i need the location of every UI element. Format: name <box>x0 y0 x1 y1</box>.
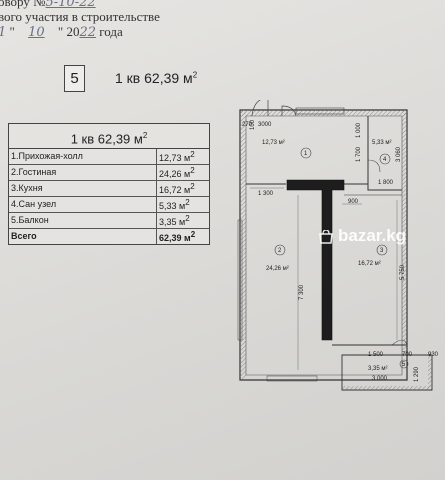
area-table-title: 1 кв 62,39 м2 <box>9 124 209 149</box>
room-area-value: 3,35 м <box>159 217 186 227</box>
dim-3000-top: 3000 <box>258 122 272 128</box>
room-5-number: 5 <box>402 362 406 368</box>
watermark: bazar.kg <box>338 226 407 245</box>
contract-number: 5-10-22 <box>45 0 96 10</box>
room-4-area: 5,33 м² <box>372 140 391 146</box>
entry-door <box>251 100 269 117</box>
dim-270-top: 270 <box>242 122 253 128</box>
dim-700: 700 <box>402 352 413 358</box>
room-4-marker <box>379 153 391 165</box>
bottom-window <box>266 375 318 382</box>
partition-wall <box>286 179 345 341</box>
dim-1000: 1 000 <box>356 122 362 138</box>
unit-title: 1 кв 62,39 м2 <box>115 70 197 86</box>
date-month: 10 <box>28 25 45 40</box>
date-year-prefix: 20 <box>66 24 80 39</box>
date-day: 1 <box>0 25 6 40</box>
total-area: 62,39 м2 <box>156 228 209 244</box>
wall-hatch-right <box>402 110 407 355</box>
room-3-marker <box>376 244 388 256</box>
bathroom-wall <box>367 116 402 191</box>
room-area: 5,33 м2 <box>156 196 209 213</box>
room-area: 24,26 м2 <box>156 164 209 181</box>
dim-3000-bottom: 3 000 <box>372 376 388 382</box>
dim-100: 100 <box>250 119 256 130</box>
unit-number-box: 5 <box>64 65 85 92</box>
top-window <box>295 107 345 115</box>
room-1-number: 1 <box>304 151 308 157</box>
balcony-door <box>391 339 408 346</box>
room-name: 5.Балкон <box>9 212 157 229</box>
area-table-body: 1.Прихожая-холл 12,73 м2 2.Гостиная 24,2… <box>9 149 209 244</box>
room-1-area: 12,73 м² <box>262 140 285 146</box>
total-label: Всего <box>9 228 157 244</box>
balcony-hatch <box>342 386 432 390</box>
dim-3060: 3 060 <box>396 146 402 162</box>
contract-prefix: овору № <box>0 0 46 9</box>
room-area: 12,73 м2 <box>156 149 209 165</box>
dim-1290: 1 290 <box>414 366 420 382</box>
room-area-value: 16,72 м <box>159 185 191 195</box>
room-area-sup: 2 <box>190 150 195 159</box>
room-area: 3,35 м2 <box>156 212 209 229</box>
room-2-area: 24,26 м² <box>266 266 289 272</box>
dim-7300: 7 300 <box>299 284 305 300</box>
unit-title-sup: 2 <box>192 70 198 80</box>
dim-900: 900 <box>348 199 359 205</box>
dim-1800: 1 800 <box>378 180 394 186</box>
date-year: 22 <box>79 25 96 40</box>
dim-930: 930 <box>428 352 439 358</box>
wall-hatch-left <box>240 110 246 380</box>
room-1-marker <box>300 147 312 159</box>
room-name: 4.Сан узел <box>9 196 157 213</box>
date-quote-open: " <box>9 24 15 39</box>
room-name: 1.Прихожая-холл <box>11 151 83 161</box>
room-3-area: 16,72 м² <box>358 261 381 267</box>
table-row: 1.Прихожая-холл 12,73 м2 <box>9 149 209 165</box>
table-row: 4.Сан узел 5,33 м2 <box>9 196 209 213</box>
total-area-sup: 2 <box>190 230 196 239</box>
contract-number-line: овору №5-10-22 <box>0 0 96 10</box>
area-table-title-text: 1 кв 62,39 м <box>70 131 143 147</box>
room-area-sup: 2 <box>190 166 195 175</box>
room-2-marker <box>274 244 286 256</box>
total-area-value: 62,39 м <box>159 233 191 243</box>
table-row: 2.Гостиная 24,26 м2 <box>9 164 209 181</box>
bathroom-door <box>367 159 381 173</box>
room-area-sup: 2 <box>185 198 190 207</box>
room-name: 3.Кухня <box>9 180 157 197</box>
entry-door-2 <box>281 105 297 117</box>
floor-plan: 1 2 3 4 5 12,73 м² 24,26 м² 16,72 м² 5,3… <box>237 100 439 391</box>
room-area-value: 5,33 м <box>159 201 186 211</box>
date-quote-close: " <box>57 24 64 39</box>
room-area-value: 24,26 м <box>159 169 191 179</box>
room-area: 16,72 м2 <box>156 180 209 197</box>
room-name: 2.Гостиная <box>9 164 157 181</box>
dim-1700: 1 700 <box>356 146 362 162</box>
participation-line: вого участия в строительстве <box>0 9 160 24</box>
balcony-hatch-right <box>428 355 432 390</box>
room-area-sup: 2 <box>185 214 190 223</box>
unit-title-text: 1 кв 62,39 м <box>115 70 193 86</box>
table-row: 3.Кухня 16,72 м2 <box>9 180 209 197</box>
room-4-number: 4 <box>383 157 387 163</box>
dim-1500: 1 500 <box>368 352 384 358</box>
table-row: 5.Балкон 3,35 м2 <box>9 212 209 229</box>
room-2-number: 2 <box>278 248 282 254</box>
room-5-area: 3,35 м² <box>368 366 387 372</box>
area-table: 1 кв 62,39 м2 1.Прихожая-холл 12,73 м2 2… <box>8 123 210 245</box>
area-table-title-sup: 2 <box>142 131 148 140</box>
living-window <box>237 219 243 341</box>
table-total-row: Всего 62,39 м2 <box>9 228 209 244</box>
room-area-sup: 2 <box>190 182 195 191</box>
wall-hatch-top <box>240 110 407 116</box>
room-3-number: 3 <box>380 248 384 254</box>
bag-icon <box>319 230 333 244</box>
dim-1300: 1 300 <box>258 191 274 197</box>
room-5-marker <box>399 359 409 369</box>
date-suffix: года <box>99 24 123 39</box>
date-line: 1 " 10 " 2022 года <box>0 24 123 40</box>
room-area-value: 12,73 м <box>159 153 191 163</box>
dim-5750: 5 750 <box>400 264 406 280</box>
